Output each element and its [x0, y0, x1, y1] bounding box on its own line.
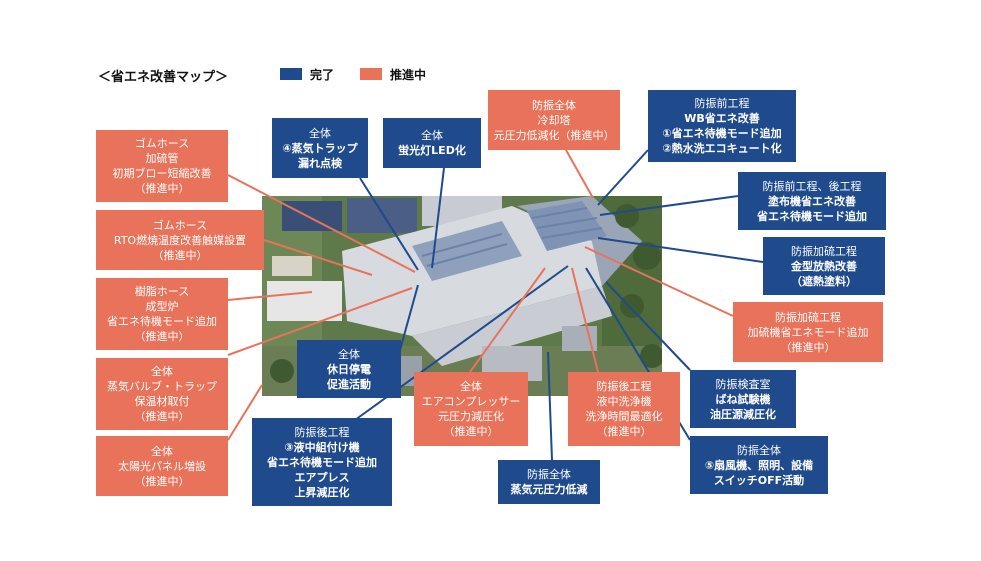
- callout-line: ④蒸気トラップ: [282, 141, 358, 155]
- callout-line: WB省エネ改善: [684, 112, 760, 125]
- callout-line: （推進中）: [780, 340, 836, 354]
- callout-line: 促進活動: [327, 377, 371, 391]
- callout-line: （推進中）: [596, 425, 652, 438]
- callout-line: エアコンプレッサー: [421, 395, 521, 408]
- legend-in-progress-swatch: [360, 68, 382, 80]
- callout-line: 防振全体: [532, 98, 576, 112]
- callout-line: 全体: [151, 444, 173, 458]
- callout-line: 加硫管: [145, 152, 179, 165]
- callout-line: 全体: [338, 347, 360, 361]
- callout-line: スイッチOFF活動: [713, 473, 805, 487]
- callout-line: 省エネ待機モード追加: [267, 455, 377, 469]
- callout-line: 省エネ待機モード追加: [107, 315, 217, 328]
- legend-completed-swatch: [280, 68, 302, 80]
- callout-line: 防振後工程: [596, 380, 652, 393]
- callout-submerged-washer: 防振後工程液中洗浄機洗浄時間最適化 （推進中）: [568, 372, 680, 446]
- callout-rubber-hose-blow: ゴムホース加硫管初期ブロー短縮改善 （推進中）: [96, 130, 228, 202]
- callout-line: 防振加硫工程: [775, 310, 841, 324]
- legend-title: ＜省エネ改善マップ＞: [98, 70, 229, 85]
- callout-line: 太陽光パネル増設: [118, 459, 206, 473]
- callout-holiday-power-off: 全体休日停電促進活動: [297, 340, 401, 398]
- callout-line: ゴムホース: [152, 218, 208, 232]
- callout-line: 金型放熱改善: [791, 259, 857, 273]
- callout-line: 元圧力減圧化: [438, 410, 504, 423]
- callout-line: 全体: [421, 129, 443, 142]
- callout-line: 防振後工程: [294, 425, 350, 439]
- callout-air-compressor: 全体エアコンプレッサー元圧力減圧化 （推進中）: [414, 372, 528, 446]
- callout-line: エアプレス: [294, 470, 350, 484]
- callout-line: 省エネ待機モード追加: [757, 209, 867, 223]
- callout-line: 防振前工程: [694, 97, 750, 110]
- callout-line: （推進中）: [152, 248, 208, 262]
- callout-led-lighting: 全体蛍光灯LED化: [383, 118, 481, 168]
- callout-vulcanizer-mode: 防振加硫工程加硫機省エネモード追加（推進中）: [733, 302, 883, 362]
- callout-line: （推進中）: [134, 410, 190, 423]
- line-cooling-tower: [565, 149, 594, 199]
- callout-line: （遮熱塗料）: [791, 274, 857, 288]
- callout-steam-valve-insulation: 全体蒸気バルブ・トラップ保温材取付 （推進中）: [96, 358, 228, 430]
- callout-mold-heat: 防振加硫工程金型放熱改善（遮熱塗料）: [763, 237, 885, 295]
- callout-cooling-tower: 防振全体冷却塔元圧力低減化（推進中）: [488, 90, 620, 150]
- callout-line: 洗浄時間最適化: [585, 410, 663, 423]
- legend-in-progress-label: 推進中: [390, 68, 427, 82]
- callout-line: 樹脂ホース: [134, 285, 190, 298]
- callout-line: 蒸気元圧力低減: [510, 483, 588, 496]
- callout-wb-improvement: 防振前工程 WB省エネ改善 ①省エネ待機モード追加 ②熱水洗エコキュート化: [648, 90, 796, 162]
- callout-coater-improvement: 防振前工程、後工程塗布機省エネ改善省エネ待機モード追加: [738, 172, 886, 230]
- callout-line: 防振前工程、後工程: [762, 179, 862, 193]
- callout-line: 元圧力低減化（推進中）: [493, 128, 615, 142]
- callout-spring-tester: 防振検査室ばね試験機油圧源減圧化: [690, 370, 796, 428]
- callout-line: （推進中）: [134, 182, 190, 195]
- callout-line: ゴムホース: [134, 137, 190, 150]
- callout-line: 上昇減圧化: [294, 485, 350, 499]
- callout-solar-panel: 全体太陽光パネル増設（推進中）: [96, 436, 228, 496]
- callout-line: 塗布機省エネ改善: [768, 194, 856, 208]
- callout-line: 防振加硫工程: [791, 244, 857, 258]
- callout-line: 休日停電: [327, 362, 371, 376]
- callout-steam-pressure: 防振全体蒸気元圧力低減: [498, 460, 600, 504]
- callout-line: 防振全体: [527, 468, 571, 481]
- callout-line: 液中洗浄機: [596, 395, 652, 408]
- callout-line: （推進中）: [134, 330, 190, 343]
- callout-line: 油圧源減圧化: [710, 407, 776, 421]
- callout-line: 全体: [151, 365, 173, 378]
- callout-line: ⑤扇風機、照明、設備: [704, 458, 814, 472]
- callout-line: 蛍光灯LED化: [398, 144, 466, 157]
- callout-line: 初期ブロー短縮改善: [112, 167, 212, 180]
- callout-line: 防振検査室: [715, 377, 771, 391]
- callout-line: 漏れ点検: [298, 156, 342, 170]
- callout-line: 蒸気バルブ・トラップ: [107, 380, 217, 393]
- callout-line: 防振全体: [737, 443, 781, 457]
- callout-line: 冷却塔: [537, 113, 571, 127]
- callout-line: 保温材取付: [134, 395, 190, 408]
- callout-line: 全体: [309, 126, 331, 140]
- callout-line: ②熱水洗エコキュート化: [662, 142, 782, 155]
- callout-line: ③液中組付け機: [284, 440, 360, 454]
- callout-line: ①省エネ待機モード追加: [662, 127, 782, 140]
- callout-line: 加硫機省エネモード追加: [747, 325, 869, 339]
- callout-line: （推進中）: [134, 474, 190, 488]
- callout-line: ばね試験機: [715, 392, 771, 406]
- callout-line: RTO燃焼温度改善触媒設置: [113, 233, 247, 247]
- callout-resin-hose-furnace: 樹脂ホース成型炉省エネ待機モード追加 （推進中）: [96, 278, 228, 350]
- legend-completed-label: 完了: [310, 68, 335, 82]
- callout-line: 全体: [460, 380, 482, 393]
- callout-line: （推進中）: [443, 425, 499, 438]
- callout-line: 成型炉: [145, 300, 179, 313]
